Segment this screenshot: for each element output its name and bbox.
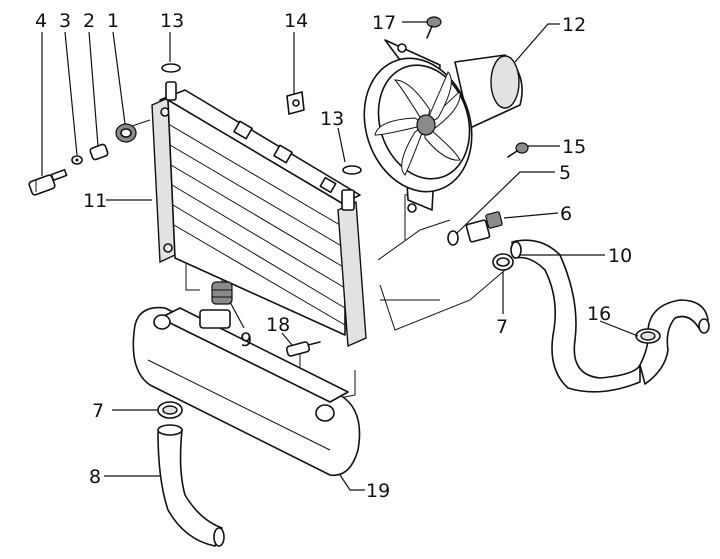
callout-19: 19	[366, 480, 390, 502]
screw-15	[507, 142, 529, 158]
hose-8	[157, 424, 225, 547]
temperature-sensor-6	[465, 211, 503, 243]
callout-13-top: 13	[160, 10, 184, 32]
callout-15: 15	[562, 136, 586, 158]
filler-cap-9	[211, 281, 233, 305]
callout-12: 12	[562, 14, 586, 36]
hose-clamp-7-right	[492, 253, 514, 271]
callout-11: 11	[83, 190, 107, 212]
bolt-18	[285, 341, 321, 357]
hose-clamp-7-left	[157, 401, 183, 419]
hose-clamp-16	[635, 328, 661, 344]
callout-6: 6	[560, 203, 572, 225]
callout-9: 9	[240, 329, 252, 351]
bolt-4	[28, 168, 68, 196]
callout-14: 14	[284, 10, 308, 32]
washer-3	[71, 155, 83, 165]
bracket-14	[286, 91, 305, 115]
callout-13-right: 13	[320, 108, 344, 130]
expansion-tank-19	[132, 306, 361, 477]
callout-labels: 4 3 2 1 13 14 17 12 13 15 5 6 10 11 7 16…	[35, 10, 632, 502]
callout-4: 4	[35, 10, 47, 32]
radiator-11	[151, 81, 367, 348]
fan-12	[363, 39, 523, 213]
callout-17: 17	[372, 12, 396, 34]
callout-10: 10	[608, 245, 632, 267]
callout-1: 1	[107, 10, 119, 32]
o-ring-5	[447, 230, 459, 246]
clip-13-top	[161, 63, 181, 73]
callout-7-right: 7	[496, 316, 508, 338]
leader-lines	[41, 21, 639, 491]
grommet-1	[115, 123, 137, 143]
callout-2: 2	[83, 10, 95, 32]
callout-3: 3	[59, 10, 71, 32]
callout-18: 18	[266, 314, 290, 336]
spacer-2	[89, 143, 109, 161]
callout-7-left: 7	[92, 400, 104, 422]
callout-5: 5	[559, 162, 571, 184]
clip-13-right	[342, 165, 362, 175]
callout-8: 8	[89, 466, 101, 488]
callout-16: 16	[587, 303, 611, 325]
screw-17	[426, 16, 442, 39]
